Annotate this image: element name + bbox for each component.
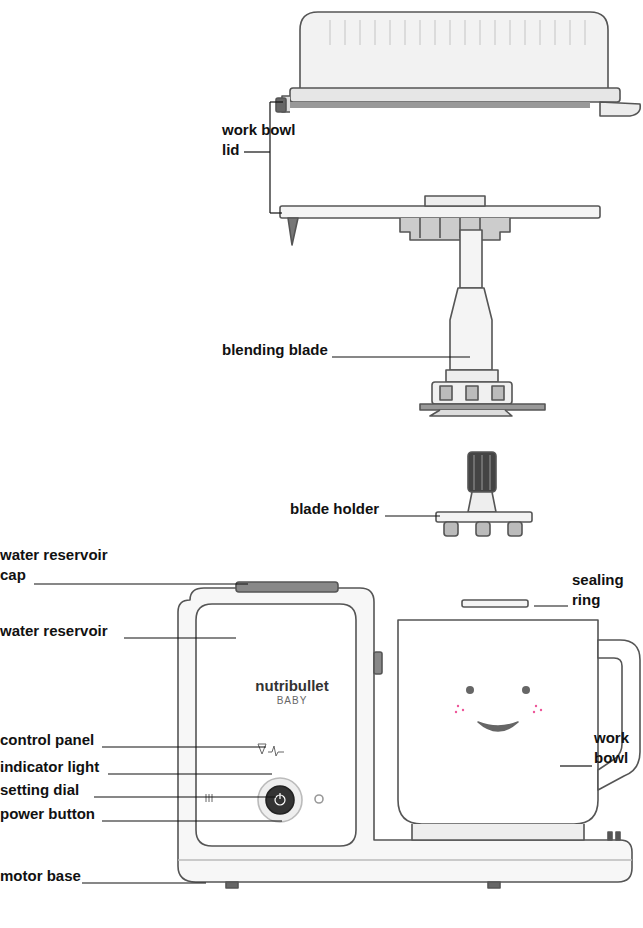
work-bowl [398, 620, 640, 840]
part-label: setting dial [0, 780, 160, 800]
part-label: control panel [0, 730, 160, 750]
part-label: blade holder [290, 499, 440, 519]
lid-plate [280, 196, 600, 245]
motor-base [178, 582, 632, 888]
part-label: motor base [0, 866, 160, 886]
blending-blade [420, 230, 545, 416]
part-label: work bowl [594, 728, 640, 768]
brand-text: BABY [262, 694, 322, 707]
part-label: water reservoir [0, 621, 160, 641]
part-label: work bowl lid [222, 120, 306, 160]
blade-holder [436, 452, 532, 536]
part-label: blending blade [222, 340, 372, 360]
leader-lines [34, 102, 592, 883]
part-label: sealing ring [572, 570, 640, 610]
part-label: water reservoir cap [0, 545, 128, 585]
sealing-ring [462, 600, 528, 607]
brand-text: nutribullet [232, 676, 352, 696]
lid-top [276, 12, 640, 116]
part-label: indicator light [0, 757, 160, 777]
part-label: power button [0, 804, 160, 824]
